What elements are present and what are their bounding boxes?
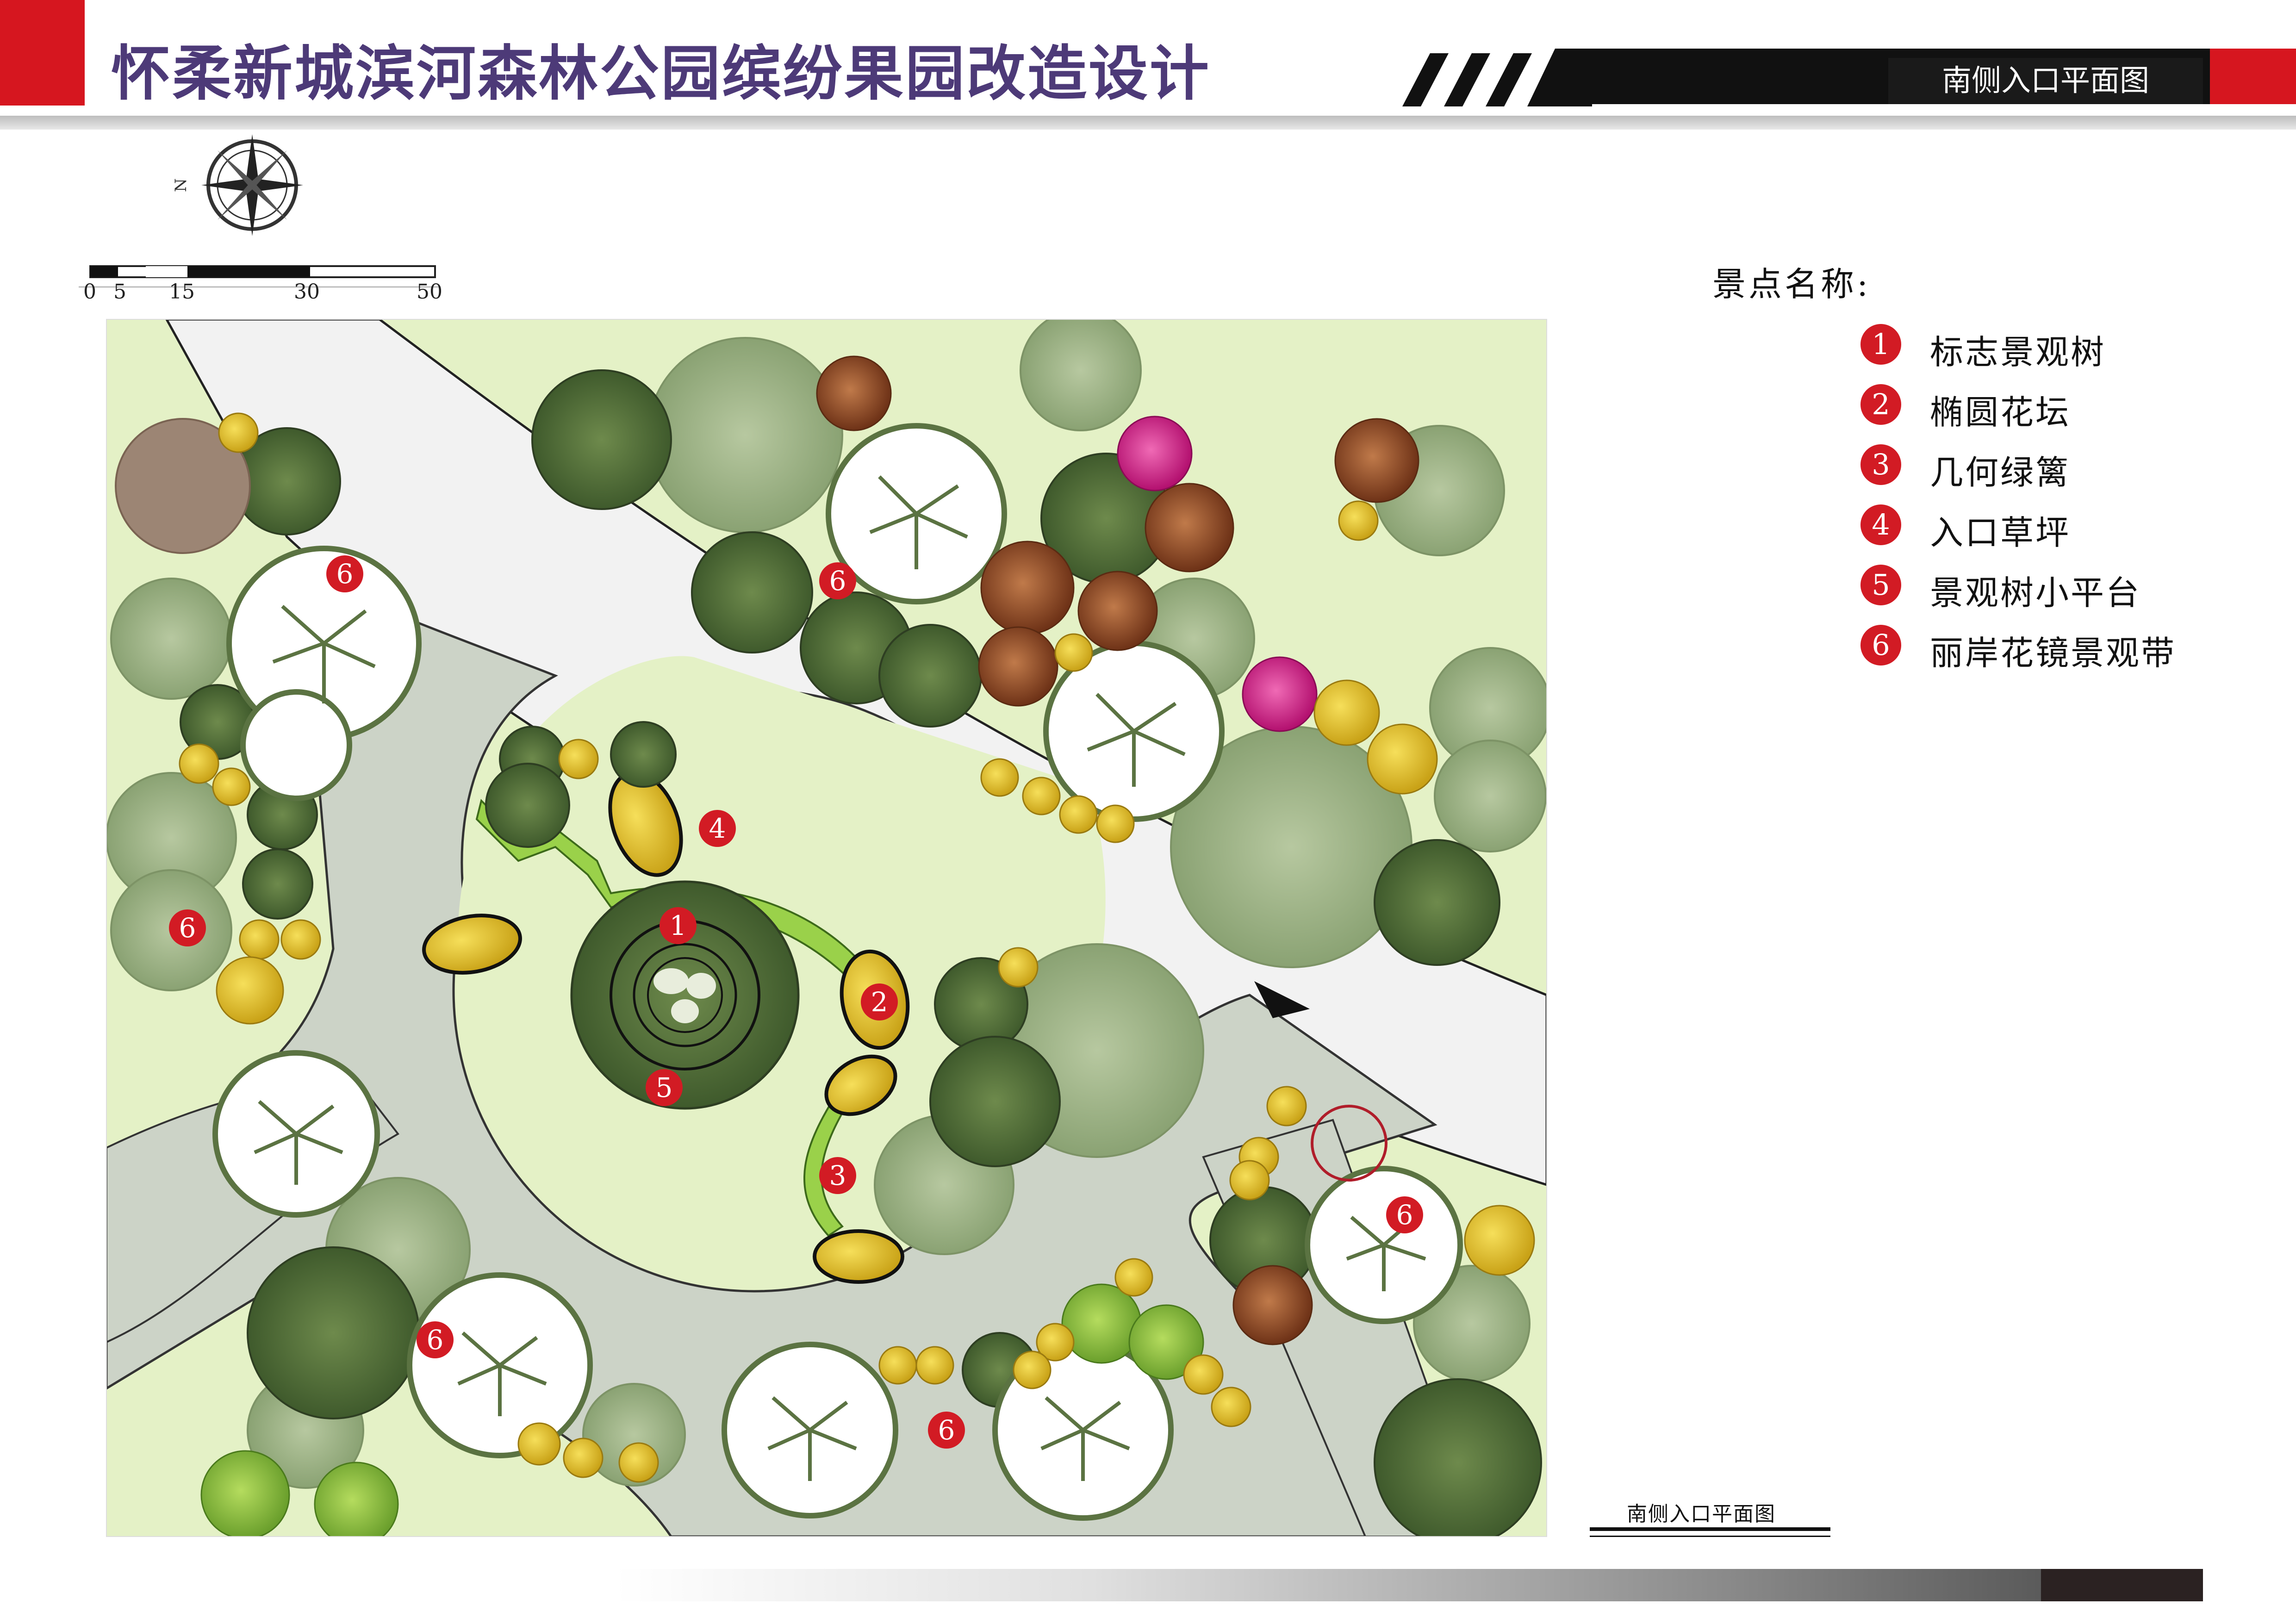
legend-label: 标志景观树 [1930, 333, 2106, 372]
svg-text:6: 6 [938, 1414, 955, 1446]
red-outline-shrub [1311, 1105, 1388, 1182]
scale-tick-30: 30 [294, 280, 320, 304]
scale-tick-15: 15 [169, 280, 195, 304]
yellow-shrubs [179, 412, 1535, 1483]
scale-bar [79, 265, 440, 288]
footer-underline [1590, 1527, 1830, 1531]
page-title: 怀柔新城滨河森林公园缤纷果园改造设计 [111, 39, 1211, 108]
legend-label: 椭圆花坛 [1930, 393, 2071, 432]
sheet-label: 南侧入口平面图 [1888, 58, 2203, 104]
map-marker-3: 3 [819, 1157, 856, 1194]
map-marker-6-sw: 6 [417, 1321, 454, 1358]
scale-tick-5: 5 [113, 280, 126, 304]
map-marker-6-e: 6 [1386, 1196, 1423, 1233]
map-marker-2: 2 [861, 983, 898, 1020]
svg-text:6: 6 [427, 1324, 444, 1356]
map-marker-1: 1 [660, 907, 697, 944]
legend-label: 几何绿篱 [1930, 453, 2071, 492]
canopy-trees-dark [180, 369, 1542, 1537]
old-tree [115, 418, 251, 554]
map-marker-6-s: 6 [928, 1412, 965, 1449]
header-rule [0, 116, 2296, 130]
geometric-hedge-south [803, 1091, 853, 1237]
svg-text:6: 6 [336, 558, 354, 590]
scale-tick-0: 0 [83, 280, 96, 304]
map-marker-5: 5 [646, 1069, 683, 1106]
oval-flower-beds [422, 771, 910, 1284]
landmark-tree [570, 880, 800, 1110]
legend-number: 5 [1860, 565, 1901, 605]
north-arrow-icon: N [172, 134, 303, 236]
legend-number: 2 [1860, 384, 1901, 425]
autumn-trees [816, 355, 1419, 1345]
svg-text:6: 6 [1396, 1199, 1413, 1231]
legend-title: 景点名称: [1712, 265, 1871, 304]
map-marker-6-w: 6 [169, 909, 206, 946]
bottom-gradient-bar [616, 1569, 2203, 1601]
legend-number: 1 [1860, 324, 1901, 365]
svg-text:4: 4 [709, 813, 726, 844]
canopy-trees-white [212, 423, 1463, 1521]
lime-shrubs [200, 1283, 1204, 1537]
legend-label: 景观树小平台 [1930, 573, 2141, 612]
svg-text:N: N [172, 178, 190, 192]
legend-number: 3 [1860, 444, 1901, 485]
svg-text:1: 1 [670, 910, 687, 941]
svg-text:6: 6 [829, 565, 846, 597]
map-marker-6-n: 6 [819, 562, 856, 599]
bottom-dark-block [2041, 1569, 2203, 1601]
footer-label: 南侧入口平面图 [1627, 1502, 1776, 1526]
header-red-block-right [2210, 49, 2296, 104]
legend-label: 入口草坪 [1930, 513, 2071, 552]
map-marker-4: 4 [699, 810, 736, 847]
footer-underline-thin [1590, 1536, 1830, 1537]
scale-tick-50: 50 [417, 280, 442, 304]
magenta-shrubs [1117, 416, 1318, 732]
svg-text:6: 6 [179, 912, 196, 944]
legend-number: 6 [1860, 625, 1901, 666]
map-marker-6-nw: 6 [326, 555, 363, 592]
svg-text:2: 2 [871, 986, 888, 1018]
header-stripes [1398, 49, 1592, 106]
svg-text:3: 3 [829, 1160, 846, 1191]
svg-text:5: 5 [656, 1072, 673, 1103]
entrance-arrow-icon [1254, 981, 1310, 1018]
header-red-block [0, 0, 85, 106]
legend-number: 4 [1860, 504, 1901, 545]
legend-label: 丽岸花镜景观带 [1930, 634, 2177, 672]
